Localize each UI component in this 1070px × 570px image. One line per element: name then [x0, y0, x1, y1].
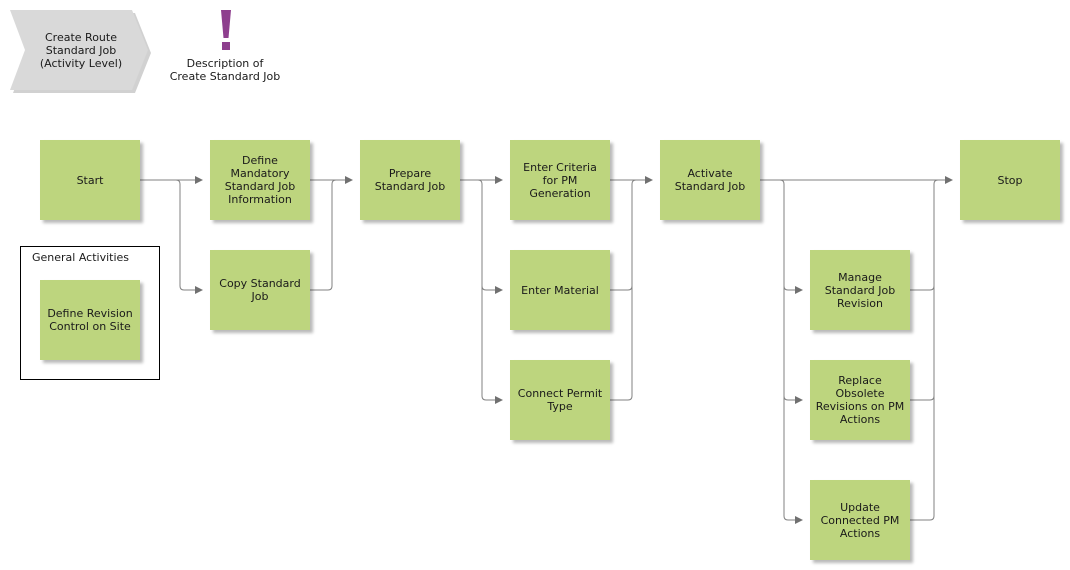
activity-manage-revision[interactable]: Manage Standard Job Revision [810, 250, 910, 330]
activity-activate-standard-job[interactable]: Activate Standard Job [660, 140, 760, 220]
connector-manage-stop [910, 179, 939, 291]
activity-start[interactable]: Start [40, 140, 140, 220]
connector-material-activate [610, 179, 637, 291]
description-label[interactable]: Description of Create Standard Job [169, 57, 281, 83]
connector-activate-replace [783, 286, 803, 404]
activity-stop[interactable]: Stop [960, 140, 1060, 220]
activity-enter-material[interactable]: Enter Material [510, 250, 610, 330]
exclamation-icon[interactable] [216, 8, 236, 54]
activity-replace-obsolete-revisions[interactable]: Replace Obsolete Revisions on PM Actions [810, 360, 910, 440]
route-tag-shape [10, 10, 151, 93]
activity-update-connected-pm-actions[interactable]: Update Connected PM Actions [810, 480, 910, 560]
connector-update-stop [910, 396, 935, 521]
activity-define-revision-control[interactable]: Define Revision Control on Site [40, 280, 140, 360]
activity-define-mandatory-info[interactable]: Define Mandatory Standard Job Informatio… [210, 140, 310, 220]
connector-activate-update [783, 396, 803, 524]
connector-prepare-material [477, 179, 503, 294]
route-tag[interactable]: Create Route Standard Job (Activity Leve… [10, 10, 152, 93]
activity-enter-criteria[interactable]: Enter Criteria for PM Generation [510, 140, 610, 220]
connector-start-copy [175, 179, 203, 294]
connector-prepare-permit [481, 286, 503, 404]
route-tag-label: Create Route Standard Job (Activity Leve… [39, 30, 123, 70]
general-activities-title: General Activities [32, 251, 130, 264]
connector-copy-prepare [310, 179, 337, 291]
activity-prepare-standard-job[interactable]: Prepare Standard Job [360, 140, 460, 220]
connector-replace-stop [910, 286, 935, 401]
connector-permit-activate [610, 286, 633, 401]
connector-activate-manage [779, 179, 803, 294]
activity-copy-standard-job[interactable]: Copy Standard Job [210, 250, 310, 330]
activity-connect-permit-type[interactable]: Connect Permit Type [510, 360, 610, 440]
